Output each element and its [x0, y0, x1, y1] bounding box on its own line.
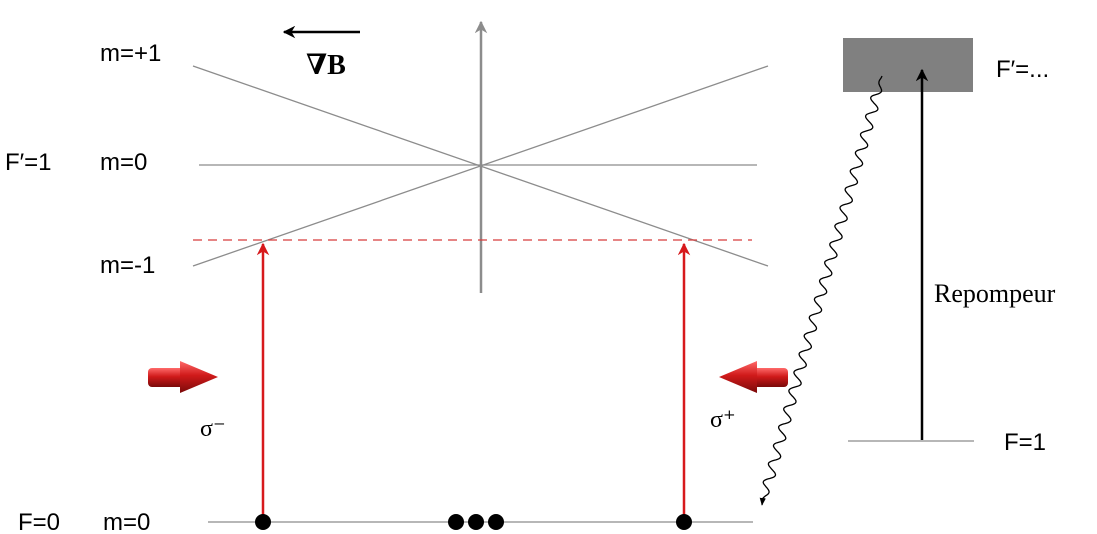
label-m-minus1: m=-1 — [100, 252, 155, 279]
atom-dot-center-3 — [488, 514, 504, 530]
upper-state-band — [843, 38, 973, 92]
label-f1: F=1 — [1004, 429, 1046, 456]
red-arrow-right-icon — [148, 361, 218, 393]
red-arrow-left-icon — [719, 361, 788, 393]
atom-dot-center-1 — [448, 514, 464, 530]
label-m-0-upper: m=0 — [100, 149, 147, 176]
label-sigma-plus: σ⁺ — [710, 407, 736, 433]
label-f0: F=0 — [18, 509, 60, 534]
atom-dot-right — [676, 514, 692, 530]
atom-dot-left — [255, 514, 271, 530]
atom-dot-center-2 — [468, 514, 484, 530]
label-f-prime-dots: F′=... — [996, 56, 1049, 83]
label-m-plus1: m=+1 — [100, 40, 161, 67]
level-m-minus1 — [192, 65, 769, 267]
label-sigma-minus: σ⁻ — [200, 416, 226, 442]
label-m-0-lower: m=0 — [103, 509, 150, 534]
label-repompeur: Repompeur — [934, 279, 1056, 308]
label-grad-b: ∇B — [306, 50, 346, 81]
label-f-prime-1: F′=1 — [5, 149, 52, 176]
wavy-arrow-icon — [759, 75, 883, 506]
